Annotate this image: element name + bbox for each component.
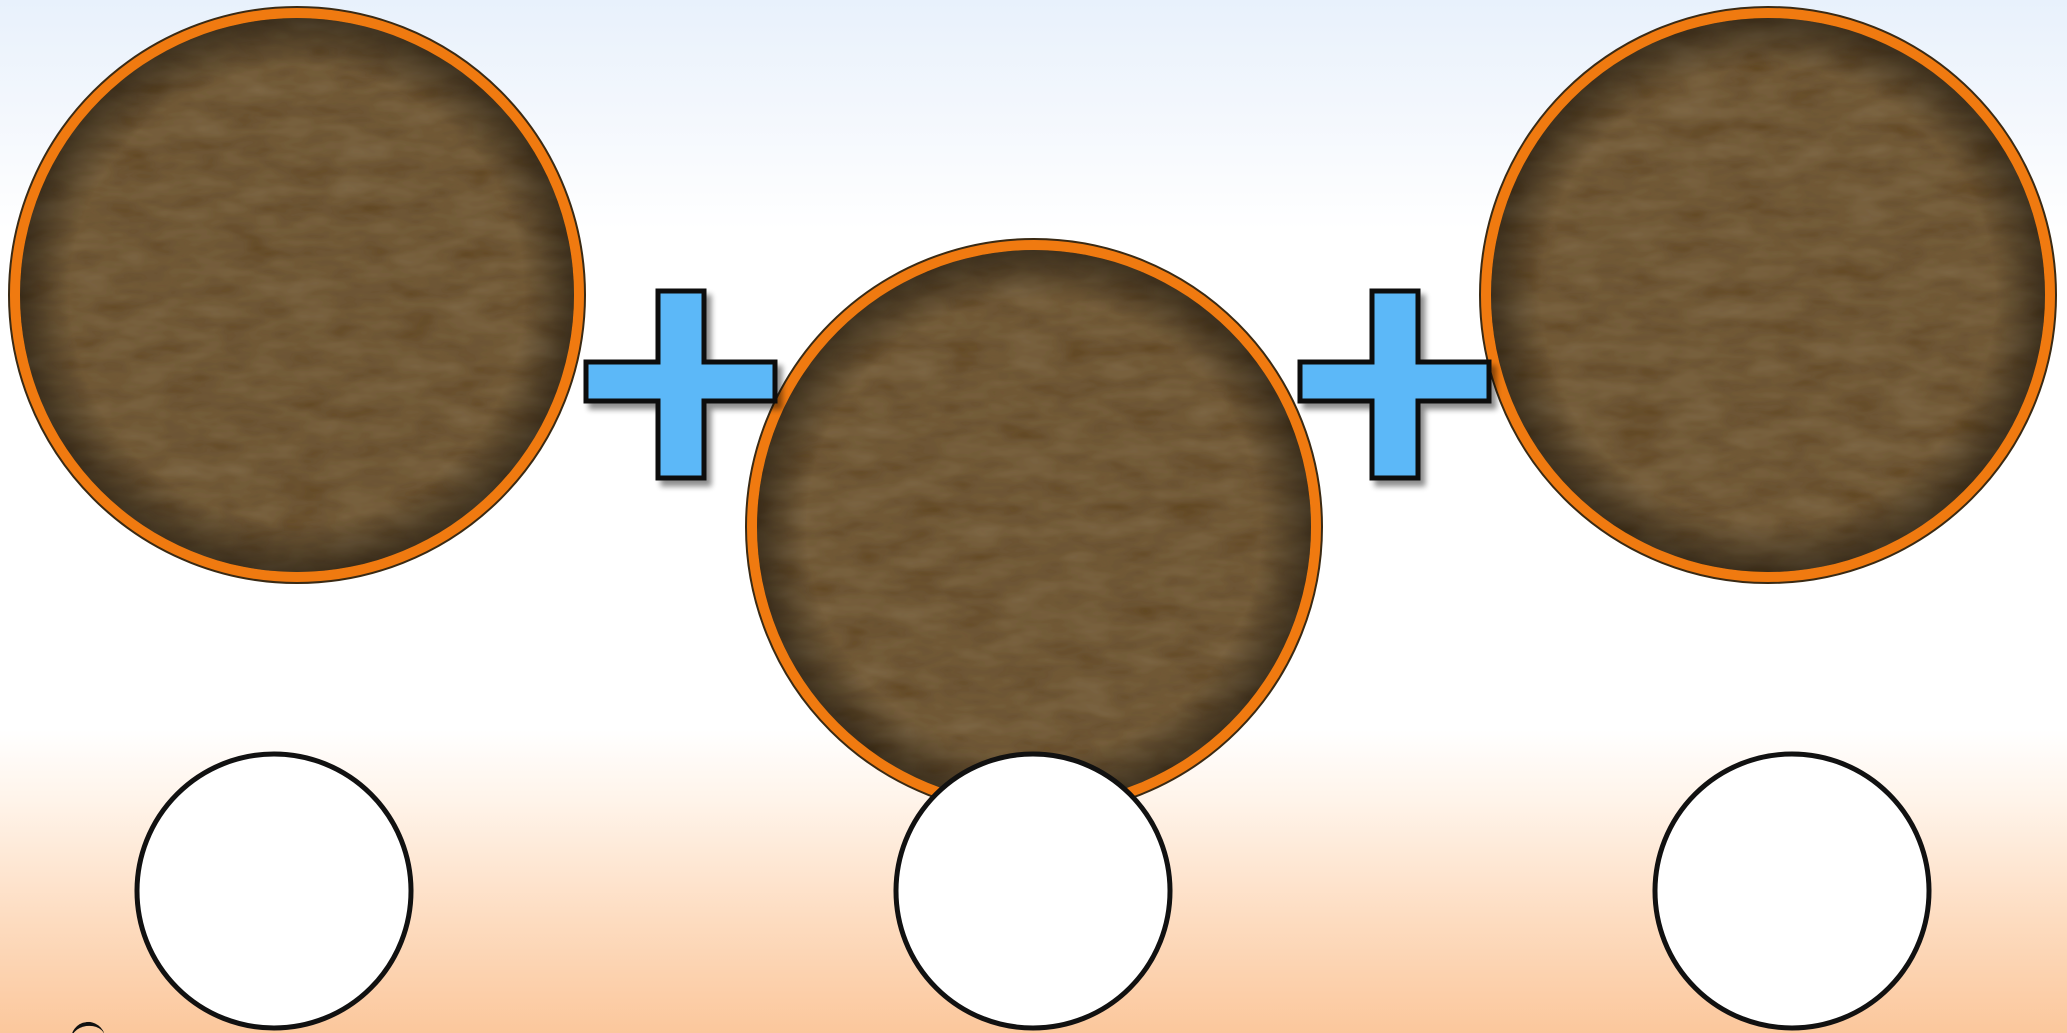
- answer-slot-right[interactable]: [1652, 751, 1932, 1031]
- counter-shading: [1491, 18, 2045, 572]
- counter-shading: [757, 250, 1311, 804]
- counter-shading: [20, 18, 574, 572]
- answer-slot-left[interactable]: [134, 751, 414, 1031]
- plus-icon: [583, 288, 778, 481]
- counter-left: [8, 6, 586, 584]
- answer-slot-middle[interactable]: [893, 751, 1173, 1031]
- plus-icon: [1297, 288, 1492, 481]
- counter-right: [1479, 6, 2057, 584]
- counter-middle: [745, 238, 1323, 816]
